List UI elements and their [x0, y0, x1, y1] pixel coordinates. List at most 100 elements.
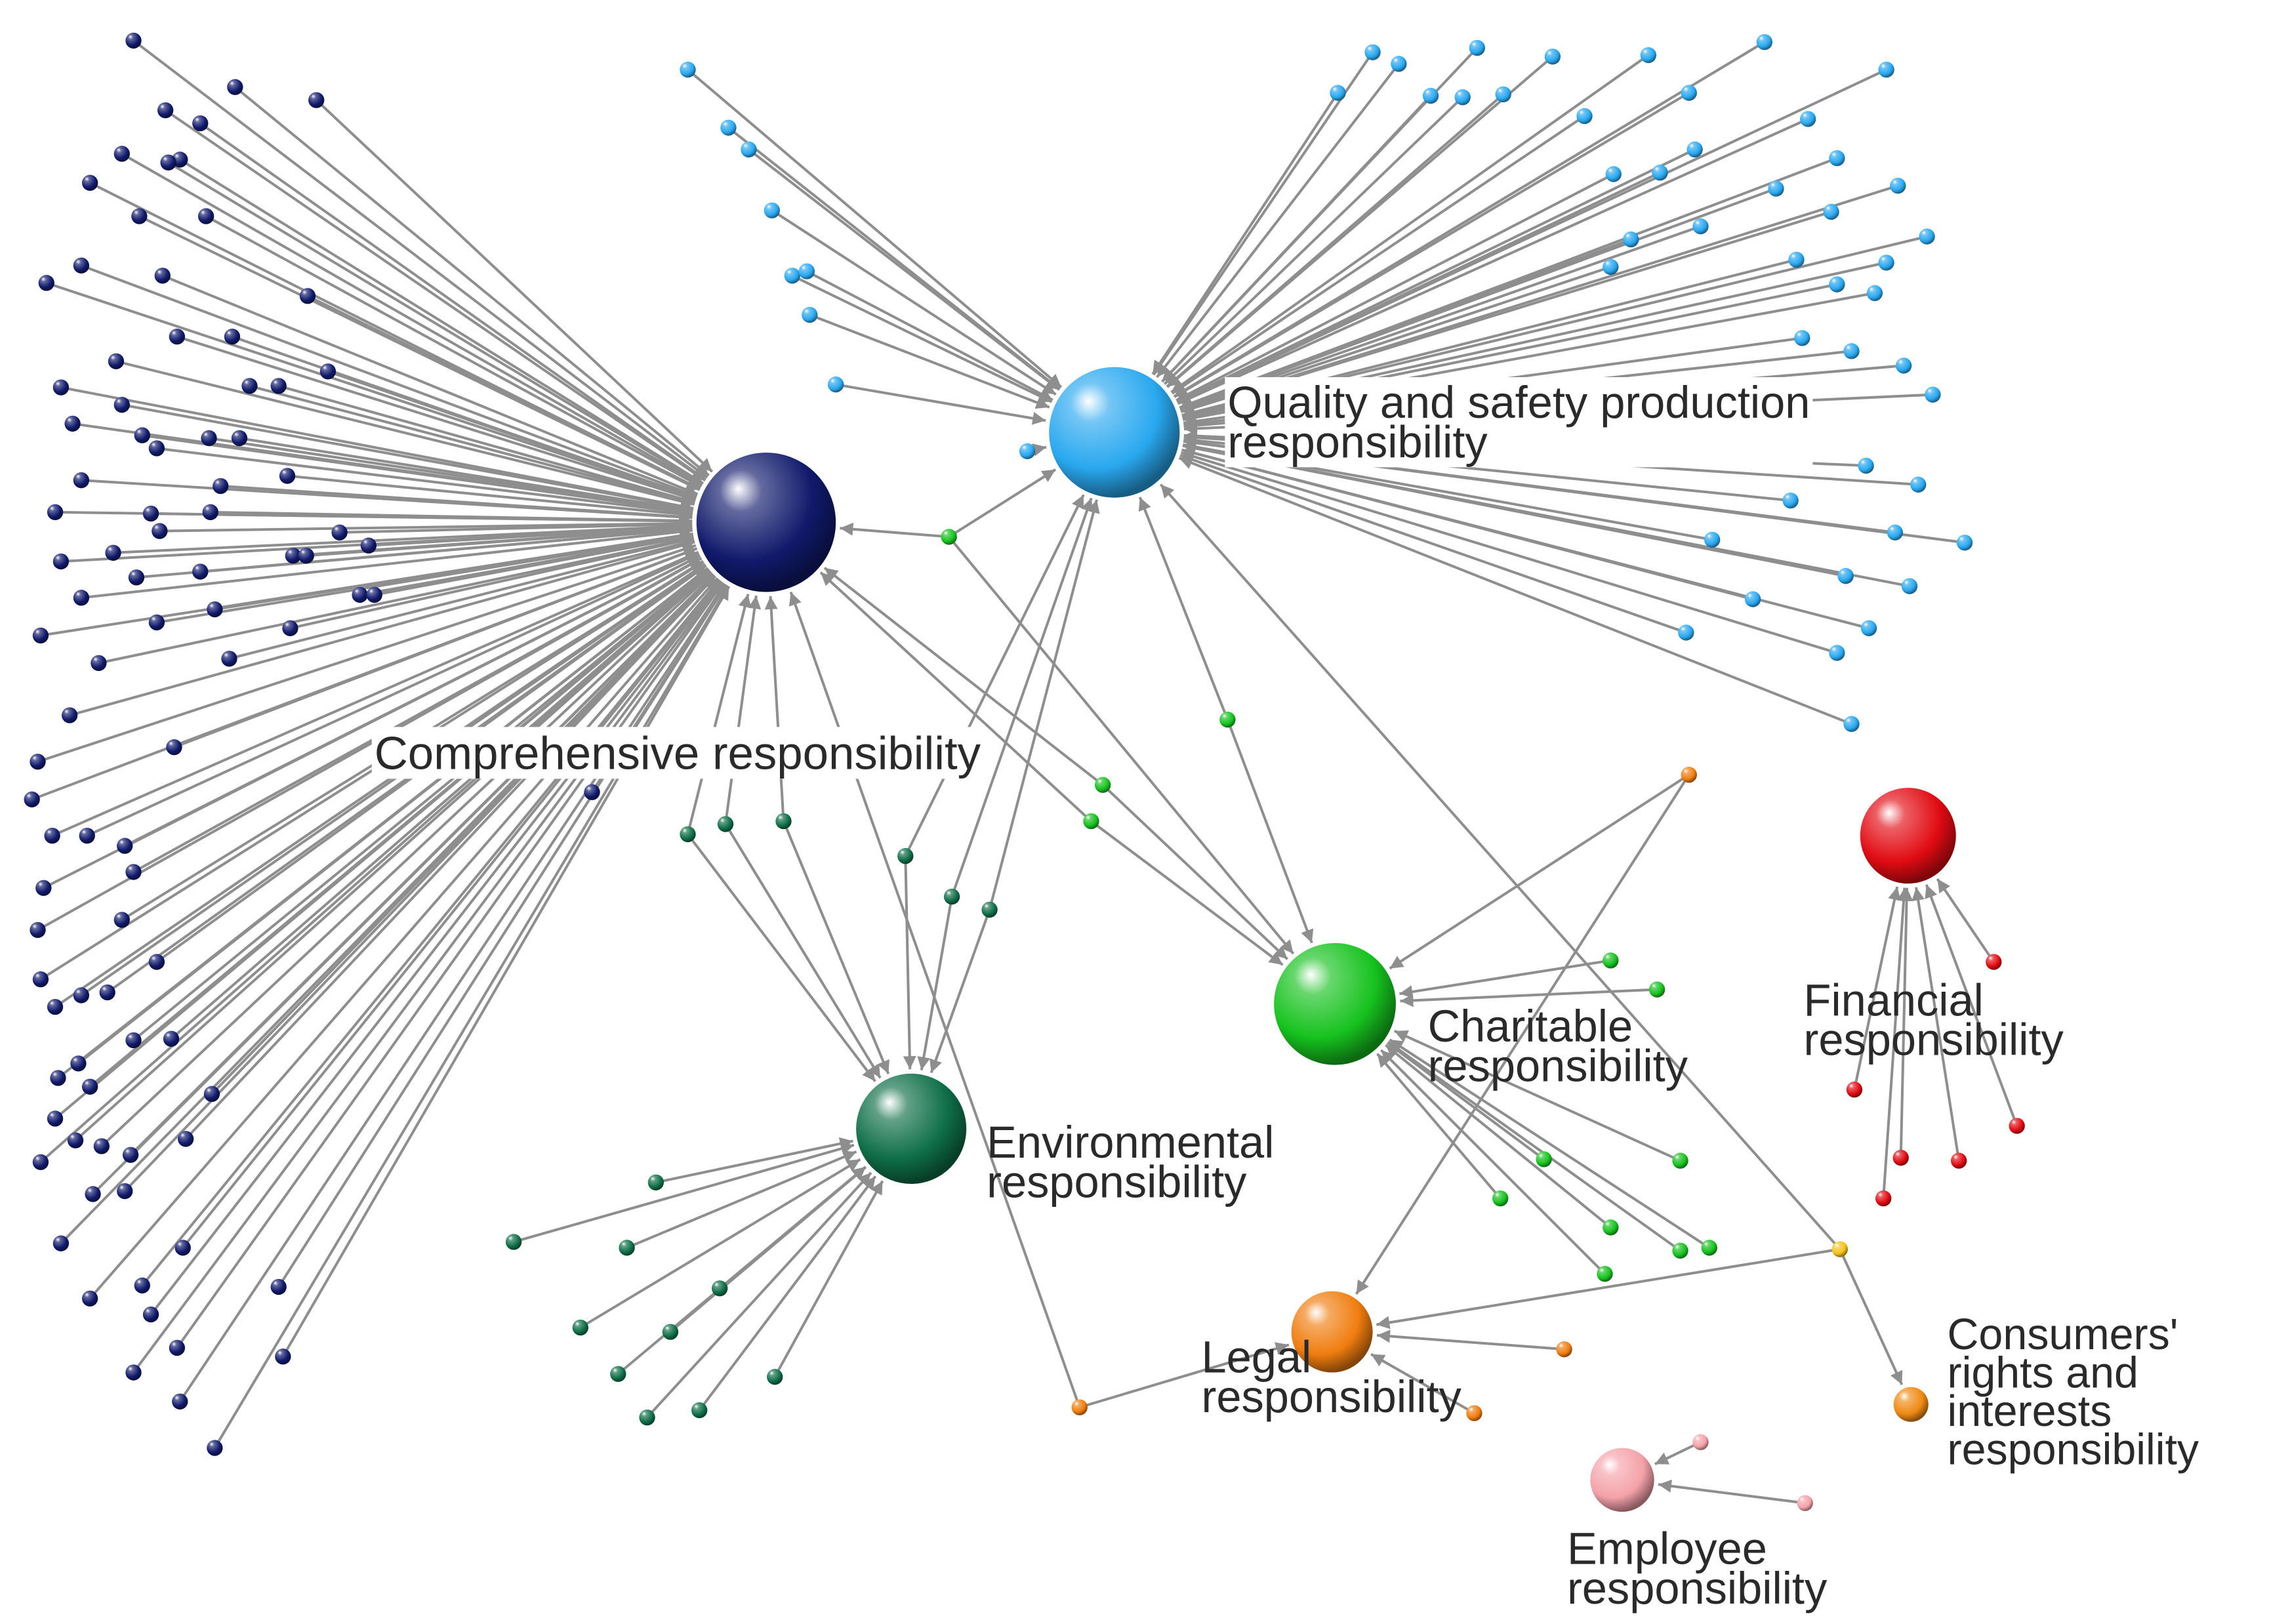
- edge-to-charitable: [948, 536, 1295, 955]
- edge-to-comprehensive: [239, 437, 693, 516]
- leaf-node-comprehensive: [52, 553, 70, 570]
- leaf-node-comprehensive: [32, 1154, 49, 1170]
- edge-to-legal: [1079, 1342, 1290, 1409]
- edge-to-environmental: [655, 1137, 853, 1184]
- leaf-node-comprehensive: [584, 784, 600, 800]
- edge-to-legal: [1355, 774, 1690, 1295]
- edge-to-comprehensive: [51, 550, 699, 837]
- leaf-node-comprehensive: [203, 1086, 220, 1103]
- leaf-node-financial: [1986, 954, 2002, 970]
- edge-to-legal: [1376, 1330, 1564, 1351]
- edge-to-quality: [727, 127, 1061, 390]
- label-line: Employee: [1567, 1524, 1767, 1574]
- edge-to-comprehensive: [287, 474, 693, 521]
- edge-to-comprehensive: [823, 567, 1104, 786]
- leaf-node-comprehensive: [113, 146, 130, 162]
- leaf-node-quality: [1829, 276, 1845, 293]
- edge-to-comprehensive: [339, 518, 693, 534]
- leaf-node-legal: [1556, 1341, 1572, 1358]
- edge-to-environmental: [782, 821, 890, 1074]
- leaf-node-comprehensive: [207, 1440, 223, 1456]
- leaf-node-quality: [1837, 567, 1854, 584]
- edge-to-comprehensive: [81, 264, 698, 498]
- leaf-node-quality: [1704, 531, 1721, 548]
- leaf-node-financial: [1846, 1082, 1863, 1098]
- label-line: Legal: [1202, 1332, 1312, 1383]
- leaf-node-comprehensive: [270, 1278, 287, 1295]
- edge-to-quality: [1182, 441, 1910, 588]
- edge-to-quality: [1138, 497, 1229, 720]
- edge-to-environmental: [698, 1175, 877, 1411]
- edge-to-environmental: [626, 1150, 857, 1249]
- edge-to-comprehensive: [179, 158, 705, 485]
- leaf-node-comprehensive: [169, 1339, 186, 1356]
- edge-to-financial: [1936, 878, 1995, 963]
- leaf-node-charitable: [1672, 1152, 1688, 1169]
- hub-node-consumers: [1893, 1387, 1929, 1422]
- edge-to-comprehensive: [327, 370, 697, 500]
- edge-to-comprehensive: [133, 568, 710, 1042]
- leaf-node-comprehensive: [73, 987, 90, 1004]
- edge-to-environmental: [929, 909, 991, 1074]
- hub-node-quality: [1049, 367, 1180, 498]
- leaf-node-quality: [1692, 218, 1709, 235]
- edge-to-financial: [1899, 887, 1913, 1158]
- edge-to-comprehensive: [31, 546, 698, 801]
- leaf-node-comprehensive: [285, 548, 301, 564]
- leaf-node-comprehensive: [73, 472, 90, 489]
- label-line: Quality and safety production: [1227, 377, 1810, 428]
- leaf-node-comprehensive: [113, 912, 130, 928]
- leaf-node-comprehensive: [81, 174, 98, 191]
- leaf-node-comprehensive: [319, 363, 337, 380]
- leaf-node-comprehensive: [73, 257, 90, 274]
- leaf-node-quality: [1678, 624, 1694, 641]
- leaf-node-comprehensive: [160, 154, 176, 171]
- edge-to-comprehensive: [199, 122, 706, 481]
- edge-to-comprehensive: [74, 571, 712, 1142]
- edge-to-quality: [1171, 115, 1585, 395]
- leaf-node-quality: [827, 376, 844, 393]
- edge-to-comprehensive: [37, 557, 703, 931]
- leaf-node-quality: [1652, 165, 1668, 181]
- edge-to-quality: [1176, 171, 1661, 404]
- leaf-node-comprehensive: [142, 505, 159, 522]
- leaf-node-comprehensive: [360, 537, 377, 554]
- hub-node-legal: [1291, 1291, 1373, 1373]
- edge-to-comprehensive: [123, 575, 716, 1192]
- leaf-node-financial: [1892, 1150, 1909, 1166]
- edge-to-comprehensive: [81, 525, 693, 599]
- edge-to-environmental: [617, 1166, 867, 1375]
- hub-nodes-layer: [696, 367, 1956, 1512]
- connector-node: [897, 847, 914, 864]
- leaf-node-quality: [1391, 56, 1407, 72]
- edge-to-comprehensive: [167, 161, 704, 485]
- edge-to-charitable: [1376, 1053, 1502, 1200]
- leaf-node-environmental: [619, 1240, 635, 1256]
- connector-node: [1219, 711, 1236, 728]
- leaf-node-comprehensive: [117, 838, 133, 854]
- edge-to-comprehensive: [315, 99, 714, 473]
- edge-to-charitable: [1393, 1030, 1681, 1162]
- label-line: interests: [1948, 1387, 2112, 1436]
- leaf-node-comprehensive: [299, 288, 316, 304]
- edge-to-charitable: [1385, 1044, 1612, 1228]
- leaf-node-quality: [1829, 645, 1845, 661]
- edge-to-charitable: [1101, 784, 1289, 960]
- leaf-node-comprehensive: [24, 791, 40, 807]
- leaf-node-quality: [1782, 492, 1799, 509]
- edge-to-comprehensive: [176, 581, 725, 1349]
- leaf-node-comprehensive: [32, 971, 49, 988]
- leaf-node-comprehensive: [32, 627, 49, 644]
- edge-to-comprehensive: [229, 537, 695, 660]
- edge-to-quality: [988, 499, 1100, 910]
- leaf-node-comprehensive: [125, 864, 142, 880]
- edge-to-quality: [948, 468, 1057, 538]
- leaf-node-quality: [1799, 111, 1816, 127]
- leaf-node-comprehensive: [352, 586, 368, 603]
- leaf-node-quality: [1866, 285, 1883, 301]
- edge-to-comprehensive: [819, 571, 1092, 822]
- edge-to-comprehensive: [60, 574, 716, 1245]
- edge-to-environmental: [646, 1171, 872, 1419]
